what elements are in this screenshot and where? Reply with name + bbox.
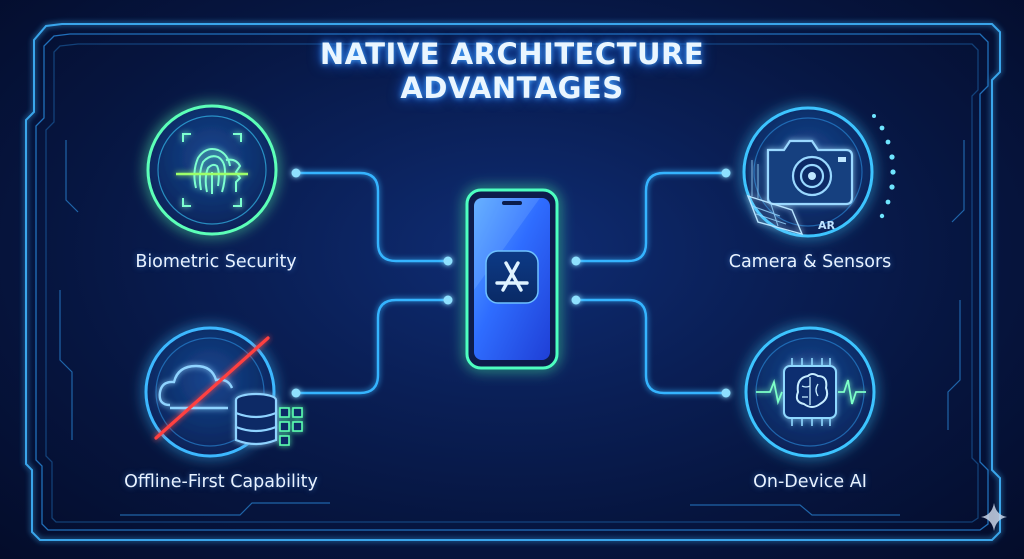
title-line-2: ADVANTAGES	[400, 71, 624, 105]
ar-badge: AR	[818, 219, 836, 232]
outer-frame	[25, 23, 1001, 541]
connector-camera	[576, 171, 726, 263]
sparkle-icon	[981, 503, 1007, 531]
label-offline-first: Offline-First Capability	[124, 472, 318, 492]
smartphone	[465, 188, 559, 370]
connector-lines	[296, 171, 726, 395]
radar-dots	[872, 114, 896, 219]
title-line-1: NATIVE ARCHITECTURE	[319, 37, 705, 71]
biometric-security-disc	[146, 104, 278, 236]
label-on-device-ai: On-Device AI	[753, 472, 867, 492]
connector-dots	[291, 168, 731, 398]
inner-frame	[35, 33, 989, 531]
fingerprint-face-scan-icon	[176, 133, 248, 207]
offline-first-disc	[144, 326, 303, 458]
camera-sensors-disc	[742, 106, 896, 238]
circuit-traces	[59, 140, 965, 516]
on-device-ai-disc	[744, 326, 876, 458]
camera-ar-icon	[746, 139, 854, 236]
label-camera-sensors: Camera & Sensors	[728, 252, 892, 272]
connector-offline	[296, 298, 448, 395]
brain-chip-icon	[756, 358, 866, 426]
app-store-icon	[485, 250, 539, 304]
connector-ai	[576, 298, 726, 395]
label-biometric-security: Biometric Security	[135, 252, 297, 272]
cloud-database-offline-icon	[154, 336, 303, 446]
connector-biometric	[296, 171, 448, 263]
